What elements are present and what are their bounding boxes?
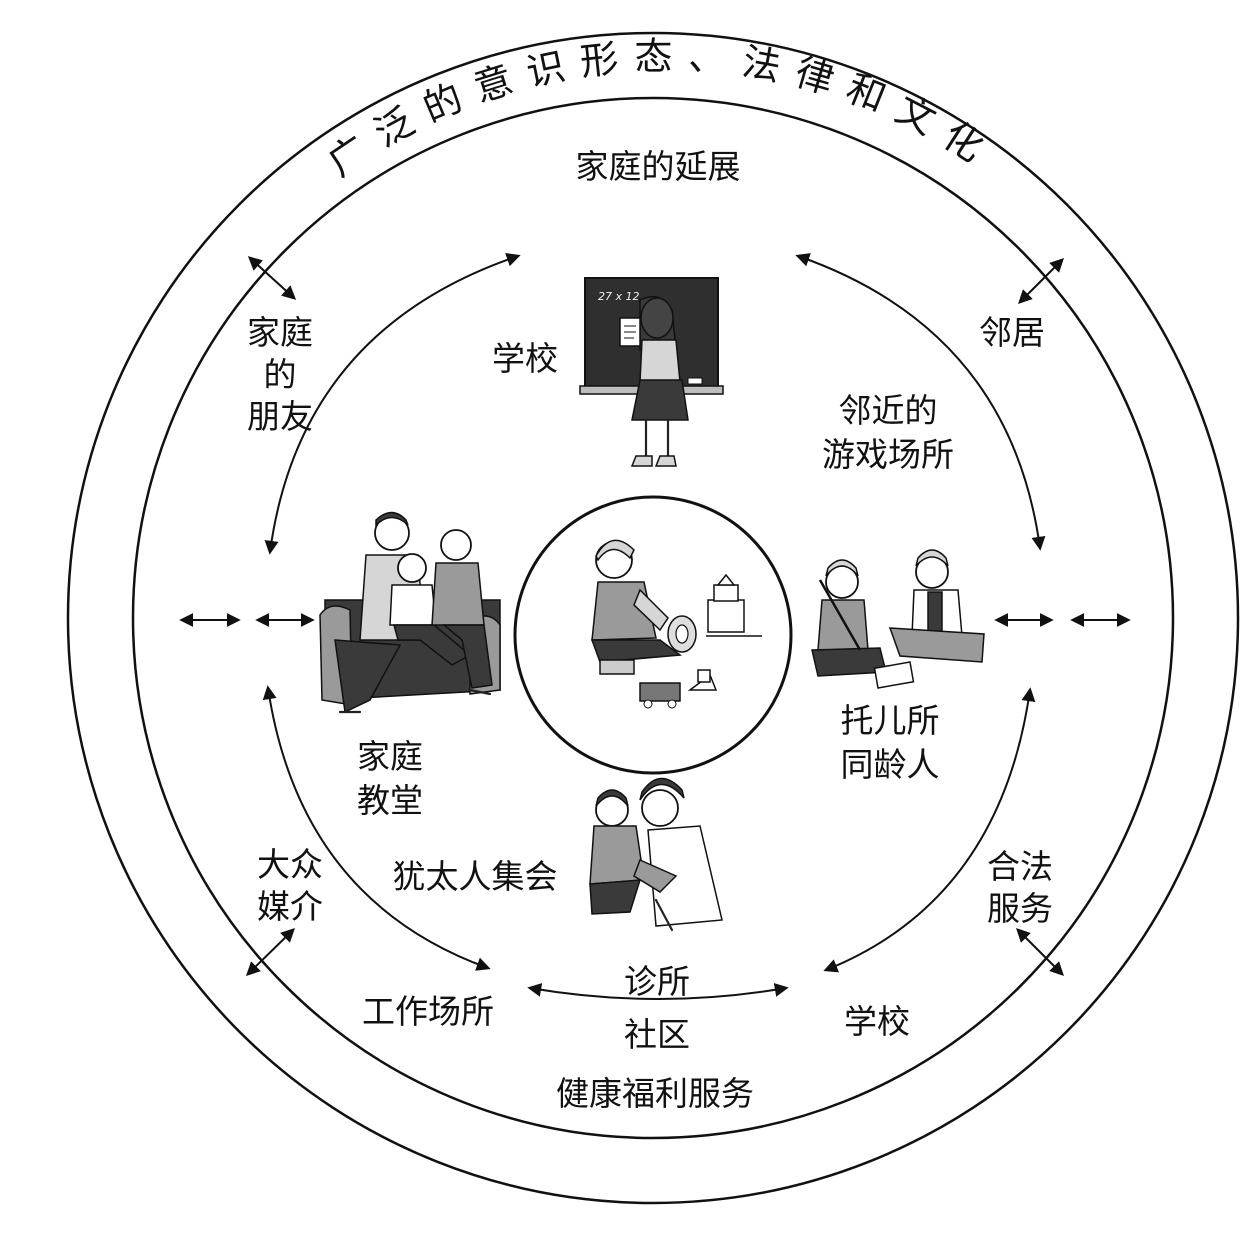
- label-community: 社区: [624, 1015, 690, 1054]
- label-mass-media-1: 大众: [257, 845, 323, 884]
- label-neighbors: 邻居: [979, 313, 1045, 352]
- label-family-extension: 家庭的延展: [576, 147, 741, 186]
- child-playing-illustration: [592, 540, 762, 708]
- label-family-friends-2: 的: [264, 355, 297, 394]
- arrow-top-right-diag: [1020, 260, 1062, 302]
- label-family-2: 教堂: [357, 781, 423, 820]
- label-clinic: 诊所: [624, 962, 690, 1001]
- arrow-lower-left: [268, 688, 488, 968]
- label-family-1: 家庭: [357, 737, 423, 776]
- label-mass-media-2: 媒介: [257, 887, 323, 926]
- family-sofa-illustration: [320, 513, 500, 713]
- daycare-peers-illustration: [812, 550, 984, 688]
- blackboard-text: 27 x 12: [598, 290, 640, 303]
- outer-ring-title: 广泛的意识形态、法律和文化习俗: [0, 0, 1004, 185]
- label-legal-services-2: 服务: [987, 889, 1053, 928]
- school-blackboard-illustration: 27 x 12: [580, 278, 723, 466]
- label-workplace: 工作场所: [362, 992, 494, 1031]
- label-daycare-peers-1: 托儿所: [841, 701, 940, 740]
- label-family-friends-1: 家庭: [247, 313, 313, 352]
- label-daycare-peers-2: 同龄人: [841, 745, 940, 784]
- label-school-bottom: 学校: [844, 1002, 910, 1041]
- label-legal-services-1: 合法: [987, 847, 1053, 886]
- label-playground-1: 邻近的: [839, 391, 938, 430]
- clinic-illustration: [590, 778, 722, 930]
- label-playground-2: 游戏场所: [822, 435, 954, 474]
- arrow-bottom-right-diag: [1018, 930, 1062, 974]
- label-synagogue: 犹太人集会: [393, 857, 558, 896]
- label-family-friends-3: 朋友: [247, 397, 313, 436]
- label-school-top: 学校: [492, 339, 558, 378]
- label-health-welfare-services: 健康福利服务: [556, 1074, 754, 1113]
